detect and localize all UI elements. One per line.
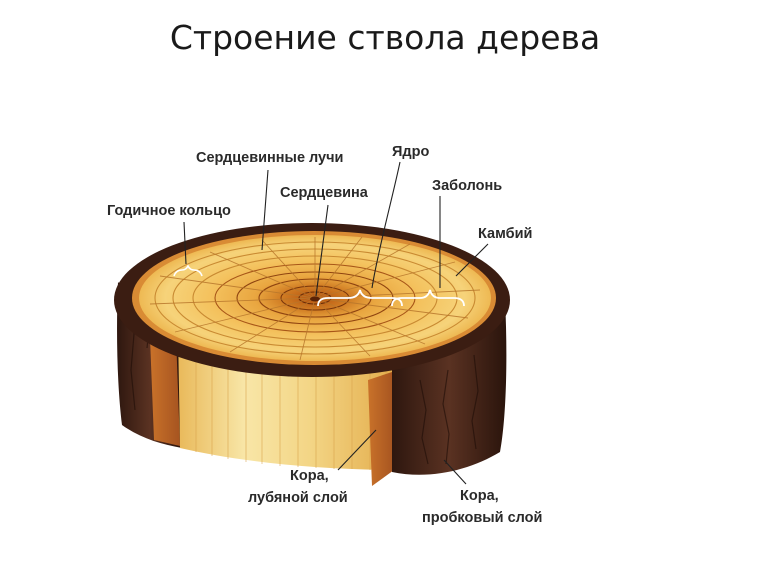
- label-bark-phloem-line2: лубяной слой: [248, 490, 348, 506]
- pith: [310, 296, 320, 302]
- leader-cambium: [455, 243, 489, 277]
- leader-lines: [183, 161, 489, 485]
- label-heartwood: Ядро: [392, 144, 429, 160]
- trunk-cross-section: [114, 223, 510, 377]
- label-bark-cork-line2: пробковый слой: [422, 510, 542, 526]
- leader-medullary-rays: [261, 169, 269, 251]
- label-medullary-rays: Сердцевинные лучи: [196, 150, 343, 166]
- trunk-side: [117, 282, 507, 486]
- leader-bark-cork: [443, 459, 467, 485]
- right-bark-wall: [392, 300, 507, 475]
- left-phloem-strip: [150, 336, 180, 446]
- label-annual-ring: Годичное кольцо: [107, 203, 231, 219]
- bark-texture: [129, 299, 479, 465]
- label-pith: Сердцевина: [280, 185, 369, 201]
- label-bark-phloem-line1: Кора,: [290, 468, 329, 484]
- leader-pith: [315, 204, 329, 297]
- leader-heartwood: [371, 161, 401, 289]
- annual-ring-bracket: [173, 264, 203, 277]
- right-phloem-strip: [368, 372, 394, 486]
- leader-bark-phloem: [337, 429, 377, 471]
- medullary-rays: [149, 236, 481, 361]
- label-sapwood: Заболонь: [432, 178, 502, 194]
- label-bark-cork-line1: Кора,: [460, 488, 499, 504]
- sapwood-bracket: [391, 289, 465, 307]
- diagram-labels: Сердцевинные лучи Ядро Сердцевина Заболо…: [107, 144, 542, 526]
- page-title: Строение ствола дерева: [169, 18, 601, 57]
- leader-annual-ring: [183, 221, 187, 265]
- label-cambium: Камбий: [478, 226, 532, 242]
